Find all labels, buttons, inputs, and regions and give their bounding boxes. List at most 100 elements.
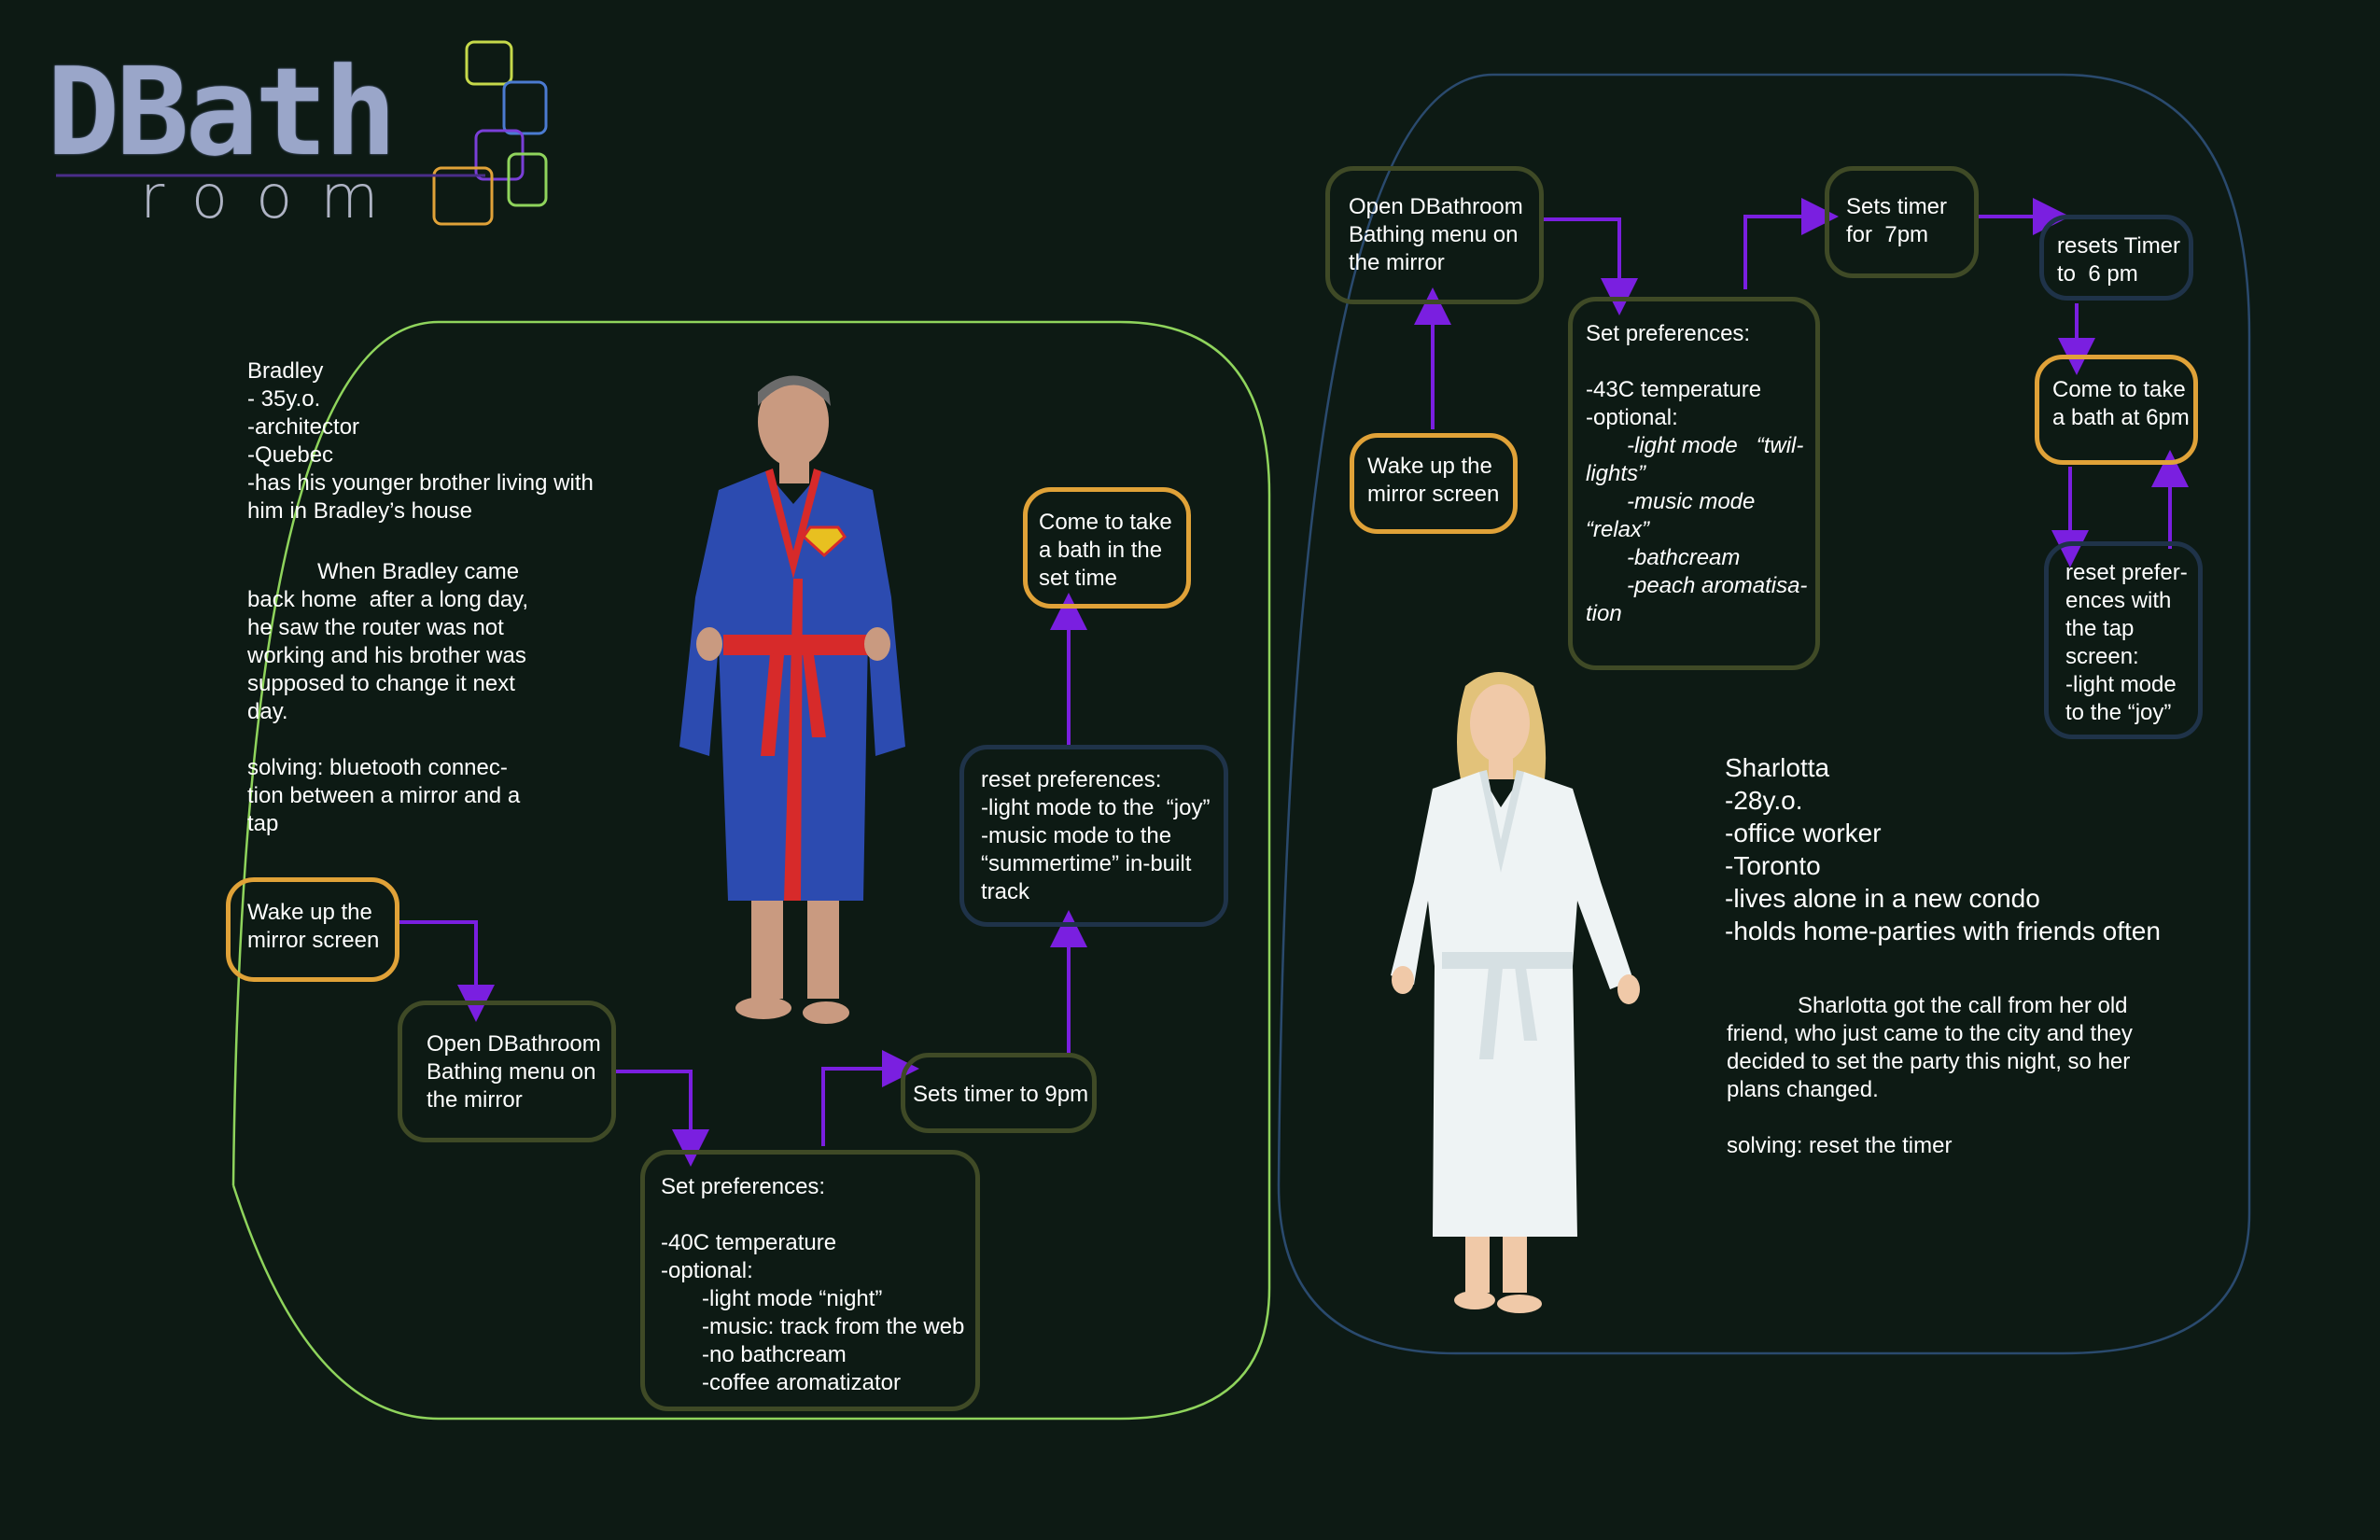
box-title: Set preferences: xyxy=(661,1174,826,1199)
box-line: Bathing menu on xyxy=(1349,222,1519,247)
box-line: -optional: xyxy=(661,1258,753,1283)
arrow-open-to-prefs xyxy=(614,1070,709,1167)
box-line: ences with xyxy=(2065,588,2172,613)
bradley-photo xyxy=(679,375,905,1024)
arrow-prefs-to-timer xyxy=(821,1050,919,1146)
box-line: -music mode xyxy=(1627,489,1756,514)
story-line: supposed to change it next xyxy=(247,671,515,696)
sharlotta-region-outline xyxy=(1277,73,2251,1355)
story-line: working and his brother was xyxy=(247,643,526,668)
bradley-come-box: Come to take a bath in the set time xyxy=(1023,487,1191,609)
box-line: -optional: xyxy=(1586,405,1678,430)
box-line: -light mode “twil- xyxy=(1627,433,1804,458)
story-line: day. xyxy=(247,699,288,724)
bradley-detail-2: him in Bradley’s house xyxy=(247,498,473,524)
solving-line: tion between a mirror and a xyxy=(247,783,521,808)
bradley-solving: solving: bluetooth connec- tion between … xyxy=(247,754,602,838)
bradley-timer-box: Sets timer to 9pm xyxy=(901,1053,1097,1133)
bradley-wake-box: Wake up the mirror screen xyxy=(226,877,399,982)
box-line: Sets timer xyxy=(1846,194,1948,219)
box-line: the mirror xyxy=(1349,250,1445,275)
story-line: Sharlotta got the call from her old xyxy=(1798,993,2128,1018)
box-line: Wake up the xyxy=(247,900,372,925)
box-line: -light mode xyxy=(2065,672,2177,697)
story-line: friend, who just came to the city and th… xyxy=(1727,1021,2133,1046)
box-line: -light mode to the “joy” xyxy=(981,795,1211,820)
sharlotta-story: Sharlotta got the call from her old frie… xyxy=(1727,992,2212,1104)
box-line: a bath at 6pm xyxy=(2052,405,2190,430)
box-line: Open DBathroom xyxy=(1349,194,1523,219)
box-line: -no bathcream xyxy=(702,1342,847,1367)
box-line: Come to take xyxy=(2052,377,2186,402)
box-line: screen: xyxy=(2065,644,2139,669)
sharlotta-detail-2: -holds home-parties with friends often xyxy=(1725,917,2161,945)
bradley-open-menu-box: Open DBathroom Bathing menu on the mirro… xyxy=(398,1001,616,1142)
sharlotta-age: -28y.o. xyxy=(1725,786,1803,815)
box-line: -light mode “night” xyxy=(702,1286,883,1311)
box-line: lights” xyxy=(1586,461,1646,486)
story-line: When Bradley came xyxy=(317,559,520,584)
box-line: mirror screen xyxy=(1367,482,1500,507)
sharlotta-come-box: Come to take a bath at 6pm xyxy=(2035,355,2198,465)
box-spacer xyxy=(1586,348,1806,376)
box-line: Bathing menu on xyxy=(427,1059,596,1085)
box-line: -music mode to the xyxy=(981,823,1172,848)
sharlotta-photo xyxy=(1391,672,1640,1313)
box-line: -bathcream xyxy=(1627,545,1741,570)
bradley-set-preferences-box: Set preferences: -40C temperature -optio… xyxy=(640,1150,980,1411)
bradley-job: -architector xyxy=(247,414,360,440)
box-line: Open DBathroom xyxy=(427,1031,601,1057)
arrow-prefs-to-timer-r xyxy=(1743,198,1839,289)
box-line: set time xyxy=(1039,566,1118,591)
story-line: decided to set the party this night, so … xyxy=(1727,1049,2131,1074)
bradley-region-outline xyxy=(231,320,1271,1421)
box-line: -40C temperature xyxy=(661,1230,837,1255)
sharlotta-detail: -lives alone in a new condo xyxy=(1725,884,2040,913)
box-line: the mirror xyxy=(427,1087,523,1113)
sharlotta-set-preferences-box: Set preferences: -43C temperature -optio… xyxy=(1568,297,1820,670)
bradley-reset-box: reset preferences: -light mode to the “j… xyxy=(959,745,1228,927)
sharlotta-reset-timer-box: resets Timer to 6 pm xyxy=(2039,215,2193,301)
box-line: reset preferences: xyxy=(981,767,1162,792)
box-line: -music: track from the web xyxy=(702,1314,965,1339)
box-spacer xyxy=(661,1201,961,1229)
box-line: resets Timer xyxy=(2057,233,2181,259)
bradley-age: - 35y.o. xyxy=(247,386,321,412)
sharlotta-reset-prefs-box: reset prefer- ences with the tap screen:… xyxy=(2044,541,2203,739)
box-line: “summertime” in-built xyxy=(981,851,1192,876)
logo: DBath room xyxy=(47,41,532,232)
box-line: mirror screen xyxy=(247,928,380,953)
box-line: to the “joy” xyxy=(2065,700,2172,725)
box-line: -coffee aromatizator xyxy=(702,1370,901,1395)
sharlotta-solving: solving: reset the timer xyxy=(1727,1133,1953,1158)
box-line: track xyxy=(981,879,1030,904)
story-line: plans changed. xyxy=(1727,1077,1879,1102)
solving-line: solving: bluetooth connec- xyxy=(247,755,508,780)
logo-title: DBath xyxy=(47,41,397,183)
sharlotta-name: Sharlotta xyxy=(1725,753,1830,782)
solving-line: tap xyxy=(247,811,279,836)
box-line: -43C temperature xyxy=(1586,377,1762,402)
box-line: -peach aromatisa- xyxy=(1627,573,1808,598)
sharlotta-open-menu-box: Open DBathroom Bathing menu on the mirro… xyxy=(1325,166,1544,304)
box-line: tion xyxy=(1586,601,1622,626)
box-line: for 7pm xyxy=(1846,222,1929,247)
bradley-name: Bradley xyxy=(247,358,324,384)
sharlotta-profile: Sharlotta -28y.o. -office worker -Toront… xyxy=(1725,751,2247,947)
story-line: he saw the router was not xyxy=(247,615,504,640)
arrow-open-to-prefs-r xyxy=(1542,217,1638,315)
sharlotta-city: -Toronto xyxy=(1725,851,1821,880)
sharlotta-timer-box: Sets timer for 7pm xyxy=(1825,166,1979,278)
bradley-story: When Bradley came back home after a long… xyxy=(247,558,602,726)
box-line: reset prefer- xyxy=(2065,560,2188,585)
box-line: Come to take xyxy=(1039,510,1172,535)
bradley-detail: -has his younger brother living with xyxy=(247,470,594,496)
logo-subtitle: room xyxy=(140,163,407,232)
box-line: “relax” xyxy=(1586,517,1650,542)
bradley-profile: Bradley - 35y.o. -architector -Quebec -h… xyxy=(247,357,639,525)
sharlotta-wake-box: Wake up the mirror screen xyxy=(1350,433,1518,534)
sharlotta-job: -office worker xyxy=(1725,819,1882,847)
arrow-wake-to-open xyxy=(399,920,495,1022)
box-line: Wake up the xyxy=(1367,454,1492,479)
